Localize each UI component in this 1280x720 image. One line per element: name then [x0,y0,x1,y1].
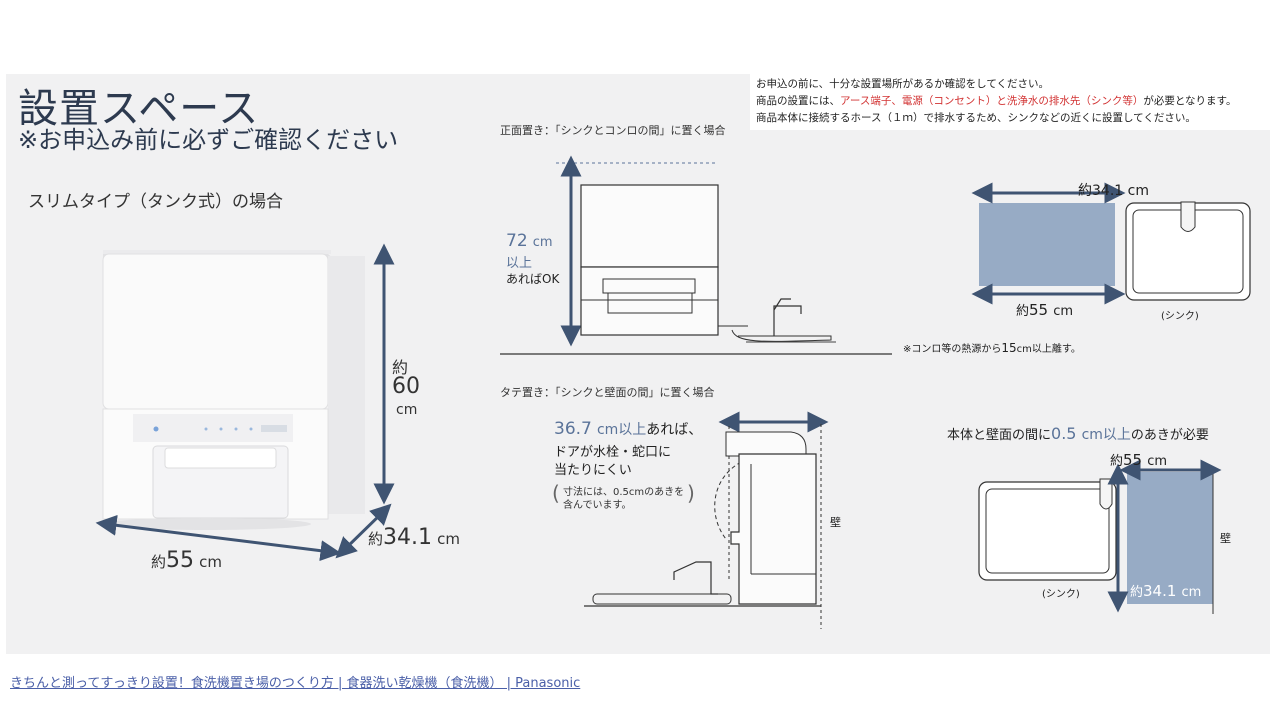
slim-type-label: スリムタイプ（タンク式）の場合 [28,192,283,212]
vertical-wall-label: 壁 [830,516,841,529]
vertical-door-line-1: ドアが水栓・蛇口に [554,445,672,460]
vertical-placement-diagram [584,411,829,629]
front-height-value: 72 cm [506,231,553,251]
vertical-wall-label-2: 壁 [1220,532,1231,545]
front-height-ok: あればOK [506,272,560,286]
width-dimension: 約55 cm [151,548,222,573]
front-bottom-dimension: 約55 cm [1016,301,1074,319]
front-placement-caption: 正面置き：「シンクとコンロの間」に置く場合 [500,124,726,137]
height-value: 60 [392,374,420,399]
vertical-top-view [978,459,1222,614]
width-arrow [95,514,342,562]
vertical-gap-note: 本体と壁面の間に0.5 cm以上のあきが必要 [947,424,1209,443]
vertical-side-dimension: 約34.1 cm [1130,582,1202,600]
vertical-clearance: 36.7 cm以上あれば、 [554,419,703,439]
notice-line-2: 商品の設置には、アース端子、電源（コンセント）と洗浄水の排水先（シンク等）が必要… [756,95,1237,107]
paren-open: ( [552,481,560,505]
front-heat-note: ※コンロ等の熱源から15cm以上離す。 [903,341,1081,355]
page-subtitle: ※お申込み前に必ずご確認ください [18,126,399,154]
page-title: 設置スペース [18,86,260,132]
height-prefix: 約 [392,358,409,377]
notice-line-3: 商品本体に接続するホース（１ｍ）で排水するため、シンクなどの近くに設置してくださ… [756,112,1196,124]
depth-arrow [335,503,392,559]
vertical-paren-line-1: 寸法には、0.5cmのあきを [563,487,685,498]
dishwasher-illustration [101,250,365,530]
vertical-sink-label: (シンク) [1042,589,1080,600]
front-height-more: 以上 [506,256,533,271]
installation-notice: お申込の前に、十分な設置場所があるか確認をしてください。 商品の設置には、アース… [750,74,1270,130]
vertical-top-dimension: 約55 cm [1110,451,1168,469]
front-top-view [971,182,1251,305]
notice-line-1: お申込の前に、十分な設置場所があるか確認をしてください。 [756,78,1050,90]
height-unit: cm [396,402,418,418]
front-placement-diagram [500,155,892,355]
vertical-door-line-2: 当たりにくい [554,463,632,478]
vertical-placement-caption: タテ置き：「シンクと壁面の間」に置く場合 [500,386,715,399]
diagram-graphics [95,155,1251,629]
vertical-paren-line-2: 含んでいます。 [563,500,632,511]
paren-close: ) [687,481,695,505]
diagram-panel: 設置スペース ※お申込み前に必ずご確認ください スリムタイプ（タンク式）の場合 … [6,74,1270,654]
depth-dimension: 約34.1 cm [368,525,460,550]
source-link[interactable]: きちんと測ってすっきり設置！食洗機置き場のつくり方 | 食器洗い乾燥機（食洗機）… [10,676,581,691]
notice-required-items: アース端子、電源（コンセント）と洗浄水の排水先（シンク等） [840,95,1144,107]
front-top-dimension: 約34.1 cm [1078,183,1149,199]
front-sink-label: (シンク) [1161,311,1199,322]
